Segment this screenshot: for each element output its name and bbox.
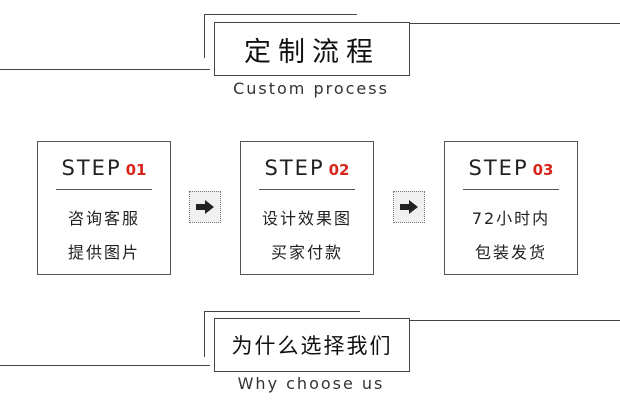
step-divider: [259, 189, 355, 190]
page-title: 定制流程: [244, 36, 380, 68]
header-subtitle: Custom process: [233, 79, 389, 98]
step-number: 02: [328, 161, 350, 179]
arrow-right-icon: [400, 200, 418, 214]
step-arrow-1: [189, 191, 221, 223]
header-left-line: [0, 69, 210, 70]
step-number: 03: [532, 161, 554, 179]
step-text-line-1: 咨询客服: [67, 209, 140, 228]
footer-left-line: [0, 365, 210, 366]
footer-frame-left: [204, 311, 205, 357]
header-frame-left: [204, 14, 205, 58]
step-text-line-2: 包装发货: [474, 243, 547, 262]
arrow-right-icon: [196, 200, 214, 214]
step-text-line-1: 72小时内: [471, 209, 551, 228]
step-arrow-2: [393, 191, 425, 223]
header-right-line: [396, 23, 620, 24]
header-frame-top: [204, 14, 357, 15]
step-number: 01: [125, 161, 147, 179]
step-divider: [56, 189, 152, 190]
header-title-box: 定制流程: [214, 22, 410, 76]
footer-frame-top: [204, 311, 360, 312]
step-divider: [463, 189, 559, 190]
footer-right-line: [398, 320, 620, 321]
section-title: 为什么选择我们: [231, 334, 393, 358]
step-text-line-2: 买家付款: [270, 243, 343, 262]
step-text-line-1: 设计效果图: [261, 209, 352, 228]
footer-title-box: 为什么选择我们: [214, 318, 410, 372]
footer-subtitle: Why choose us: [237, 374, 385, 393]
step-label: STEP: [61, 156, 122, 180]
step-text-line-2: 提供图片: [67, 243, 140, 262]
step-label: STEP: [468, 156, 529, 180]
step-label: STEP: [264, 156, 325, 180]
